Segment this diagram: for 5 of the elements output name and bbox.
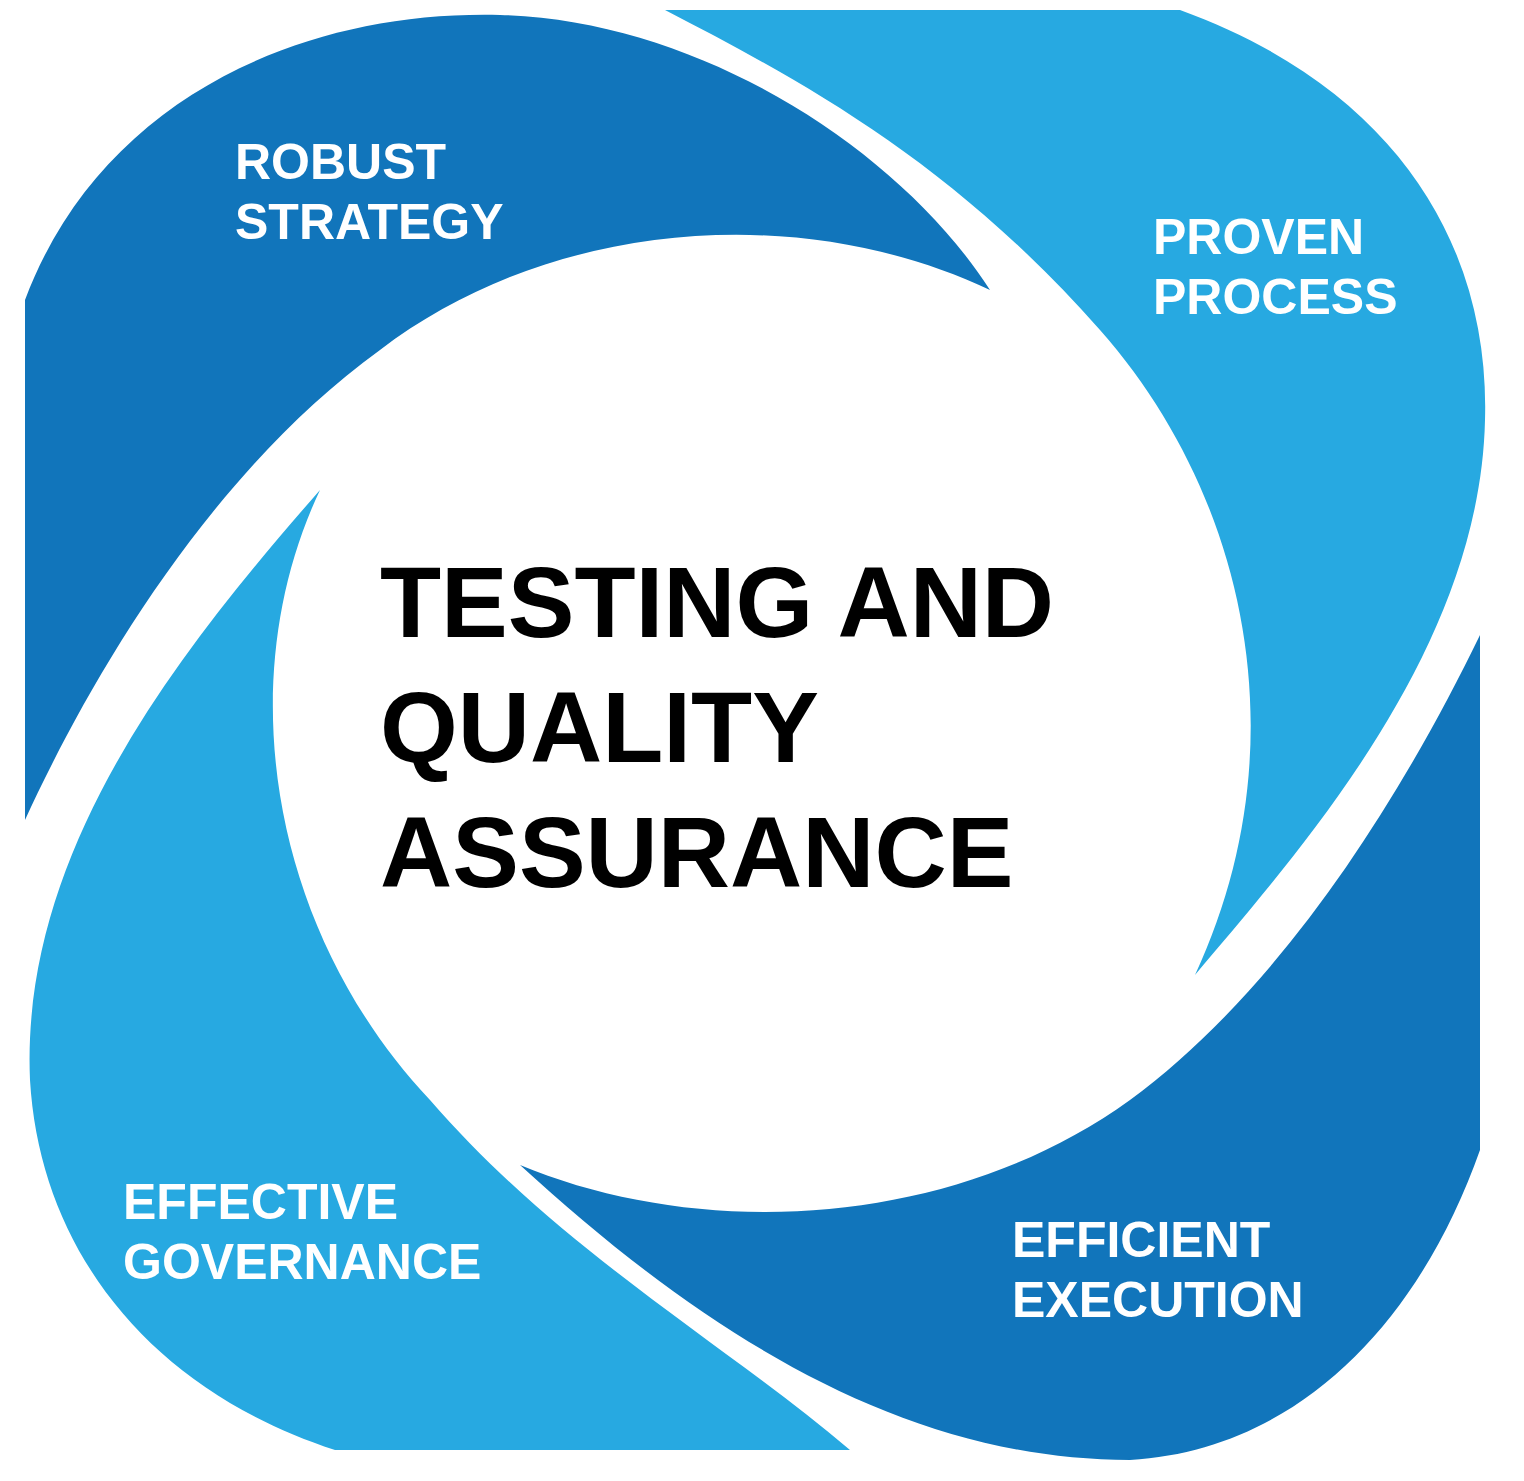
segment-label: EFFICIENT EXECUTION [1012, 1211, 1305, 1330]
segment-label: PROVEN PROCESS [1153, 208, 1399, 327]
title: TESTING AND QUALITY ASSURANCE [380, 545, 1056, 910]
segment-label: EFFECTIVE GOVERNANCE [123, 1173, 483, 1292]
segment-label: ROBUST STRATEGY [235, 133, 505, 252]
